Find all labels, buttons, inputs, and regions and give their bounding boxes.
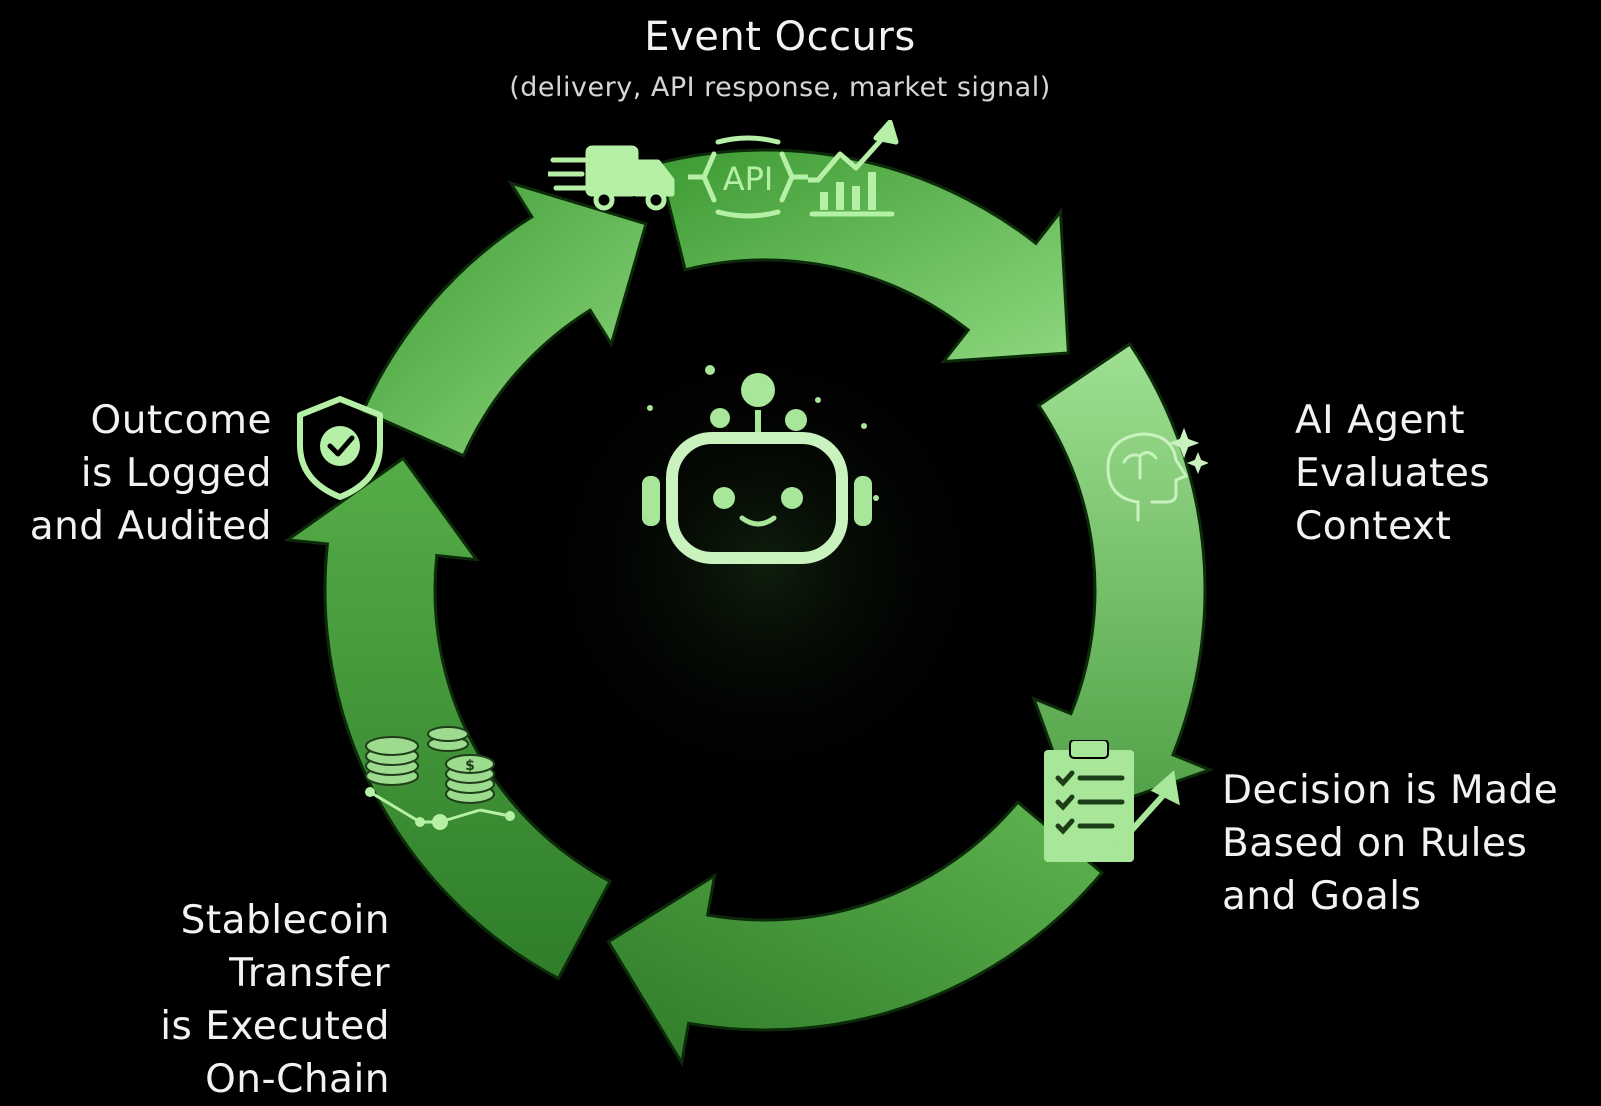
arrow-event-to-evaluate xyxy=(656,148,1070,364)
clipboard-checklist-icon xyxy=(1044,740,1180,862)
step-logged-line: is Logged xyxy=(80,451,272,496)
center-glow xyxy=(525,325,1005,805)
step-evaluate-line: Context xyxy=(1295,504,1452,549)
step-transfer-line: On-Chain xyxy=(205,1057,390,1102)
step-decision-line: and Goals xyxy=(1222,874,1422,919)
api-icon: API xyxy=(688,135,808,219)
step-transfer-label: Stablecoin Transfer is Executed On-Chain xyxy=(60,894,390,1106)
arrow-evaluate-to-decision xyxy=(1031,341,1215,819)
arrow-decision-to-transfer xyxy=(606,800,1105,1067)
step-decision-line: Decision is Made xyxy=(1222,768,1559,813)
step-transfer-line: is Executed xyxy=(160,1004,390,1049)
step-evaluate-line: Evaluates xyxy=(1295,451,1491,496)
event-subtitle: (delivery, API response, market signal) xyxy=(509,72,1051,103)
step-decision-line: Based on Rules xyxy=(1222,821,1528,866)
step-transfer-line: Stablecoin xyxy=(180,898,390,943)
svg-text:$: $ xyxy=(465,758,475,774)
arrow-transfer-to-logged xyxy=(283,456,613,981)
step-logged-line: and Audited xyxy=(29,504,272,549)
truck-icon xyxy=(548,145,675,211)
coins-network-icon: $ xyxy=(365,726,515,830)
step-evaluate-line: AI Agent xyxy=(1295,398,1466,443)
shield-check-icon xyxy=(297,396,383,500)
event-title: Event Occurs xyxy=(644,14,916,60)
brain-sparkle-icon xyxy=(1106,427,1208,522)
step-logged-label: Outcome is Logged and Audited xyxy=(0,394,272,553)
svg-text:API: API xyxy=(723,160,774,198)
chart-up-icon xyxy=(808,120,899,217)
arrow-segments xyxy=(283,148,1215,1067)
step-logged-line: Outcome xyxy=(90,398,272,443)
step-transfer-line: Transfer xyxy=(229,951,390,996)
robot-icon xyxy=(642,365,879,564)
arrow-logged-to-event xyxy=(361,180,648,458)
step-decision-label: Decision is Made Based on Rules and Goal… xyxy=(1222,764,1558,923)
step-evaluate-label: AI Agent Evaluates Context xyxy=(1295,394,1490,553)
